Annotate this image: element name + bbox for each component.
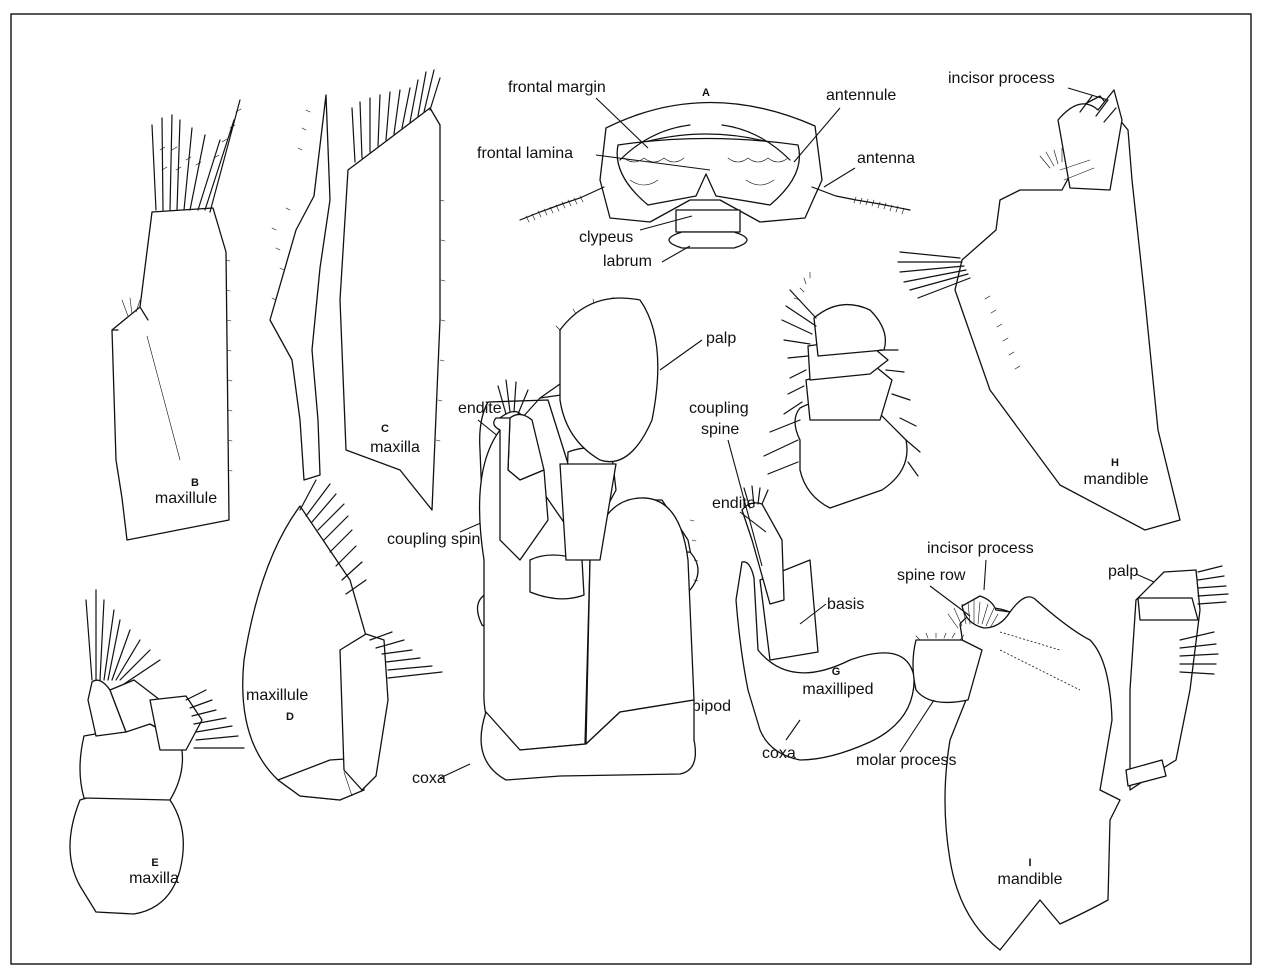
panel-h-label: mandible	[1084, 471, 1149, 488]
panel-h-mandible: incisor process H mandible	[898, 70, 1180, 530]
label-palp-i: palp	[1108, 563, 1138, 580]
label-antennule: antennule	[826, 87, 896, 104]
panel-b-maxillule: B maxillule	[112, 100, 241, 540]
label-coxa-f: coxa	[412, 770, 446, 787]
label-labrum: labrum	[603, 253, 652, 270]
panel-e-label: maxilla	[129, 870, 179, 887]
panel-a-letter: A	[702, 87, 710, 99]
panel-e-letter: E	[151, 857, 158, 869]
panel-h-letter: H	[1111, 457, 1119, 469]
label-coxa-g: coxa	[762, 745, 796, 762]
label-coupling-g-1: coupling	[689, 400, 749, 417]
panel-c-maxilla: C maxilla	[270, 70, 445, 510]
antenna-left	[520, 187, 604, 222]
panel-b-label: maxillule	[155, 490, 217, 507]
label-frontal-lamina: frontal lamina	[477, 145, 573, 162]
panel-c-letter: C	[381, 423, 389, 435]
label-clypeus: clypeus	[579, 229, 633, 246]
label-coupling-spine-f: coupling spine	[387, 531, 489, 548]
panel-i-letter: I	[1028, 857, 1031, 869]
panel-g-letter: G	[832, 666, 841, 678]
label-palp-f: palp	[706, 330, 736, 347]
panel-i-label: mandible	[998, 871, 1063, 888]
label-coupling-g-2: spine	[701, 421, 739, 438]
label-endite-f: endite	[458, 400, 502, 417]
panel-g-label: maxilliped	[802, 681, 873, 698]
panel-f-outline	[480, 298, 696, 780]
panel-e-maxilla: E maxilla	[70, 590, 244, 914]
label-endite-g: endite	[712, 495, 756, 512]
label-antenna: antenna	[857, 150, 915, 167]
label-frontal-margin: frontal margin	[508, 79, 606, 96]
panel-i-mandible: incisor process spine row palp molar pro…	[856, 540, 1228, 950]
antenna-right	[812, 187, 910, 214]
panel-a-head: A frontal margin antennule frontal lamin…	[477, 79, 915, 270]
panel-d-letter: D	[286, 711, 294, 723]
panel-b-letter: B	[191, 477, 199, 489]
panel-d-maxillule: maxillule D	[243, 480, 442, 800]
label-spine-row: spine row	[897, 567, 966, 584]
panel-c-label: maxilla	[370, 439, 420, 456]
setae-b	[152, 100, 241, 212]
panel-d-label: maxillule	[246, 687, 308, 704]
label-incisor-process-i: incisor process	[927, 540, 1034, 557]
label-basis: basis	[827, 596, 864, 613]
label-molar-process: molar process	[856, 752, 956, 769]
label-incisor-process-h: incisor process	[948, 70, 1055, 87]
